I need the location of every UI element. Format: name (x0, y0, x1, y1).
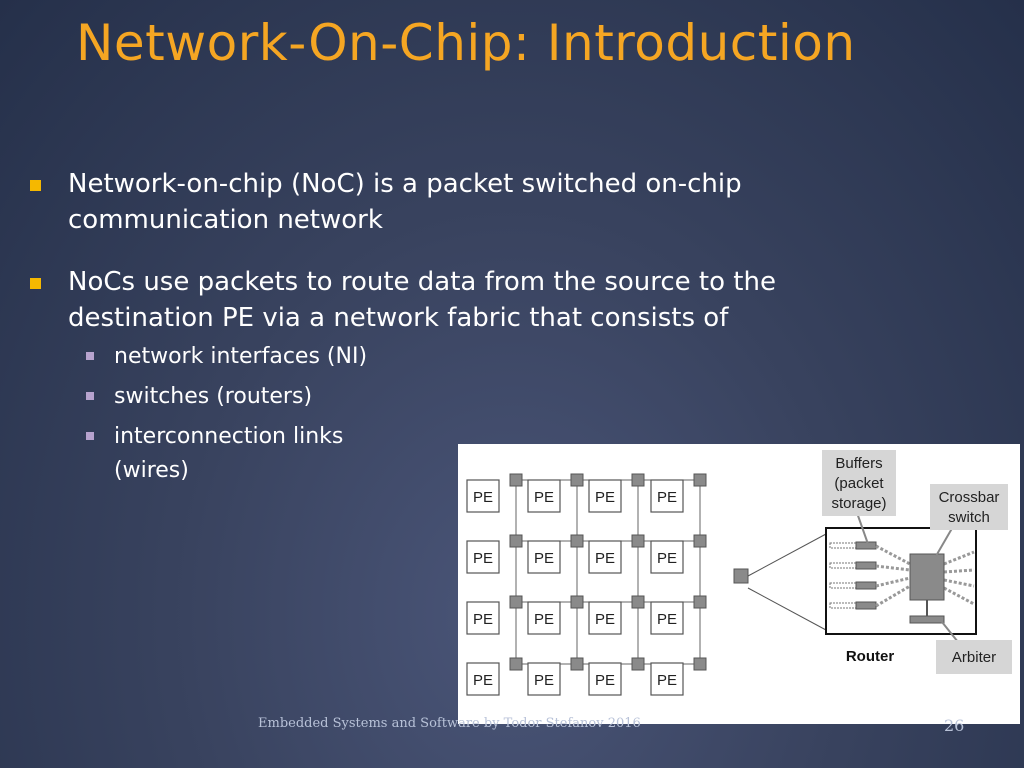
buffers-label-3: storage) (831, 495, 886, 512)
router-node (693, 473, 707, 487)
sub-bullet-text: interconnection links (wires) (114, 424, 344, 483)
router-node (693, 657, 707, 671)
arbiter-callout (936, 640, 1012, 674)
sub-bullet-marker (86, 432, 94, 440)
bullet-text: NoCs use packets to route data from the … (68, 267, 776, 333)
sub-bullet-item: switches (routers) (86, 380, 930, 414)
sub-bullet-item: interconnection links (wires) (86, 420, 930, 488)
buffers-callout (822, 450, 896, 516)
router-node (509, 473, 523, 487)
arbiter (909, 615, 945, 624)
router-node (570, 657, 584, 671)
router-node-zoomed (733, 568, 749, 584)
zoom-line (747, 587, 827, 631)
pe-box (588, 479, 622, 513)
router-node (509, 657, 523, 671)
crossbar (909, 553, 945, 601)
pe-label: PE (473, 611, 493, 628)
pe-label: PE (534, 489, 554, 506)
pe-label: PE (534, 672, 554, 689)
noc-diagram: PE PE PE PE PE PE PE PE PE PE PE PE PE PE PE PE (458, 444, 1020, 724)
sub-bullet-item: network interfaces (NI) (86, 340, 930, 374)
pe-box (466, 601, 500, 635)
bullet-item: NoCs use packets to route data from the … (30, 264, 930, 336)
pe-box (527, 479, 561, 513)
crossbar-callout (930, 484, 1008, 530)
router-node (631, 534, 645, 548)
noc-diagram-svg: PE PE PE PE PE PE PE PE PE PE PE PE PE PE PE PE (466, 450, 1012, 696)
pe-label: PE (473, 672, 493, 689)
pe-label: PE (595, 489, 615, 506)
router-node (509, 595, 523, 609)
router-node (570, 473, 584, 487)
pe-box (588, 662, 622, 696)
bullet-list: Network-on-chip (NoC) is a packet switch… (30, 166, 930, 494)
bullet-marker (30, 180, 41, 191)
crossbar-links (875, 544, 975, 608)
pe-box (650, 479, 684, 513)
pe-label: PE (473, 489, 493, 506)
pe-box (650, 601, 684, 635)
pe-label: PE (473, 550, 493, 567)
page-number: 26 (944, 716, 965, 735)
router-node (631, 657, 645, 671)
pe-label: PE (595, 672, 615, 689)
callout-line (941, 621, 959, 643)
pe-box (527, 540, 561, 574)
pe-label: PE (534, 550, 554, 567)
router-node (693, 595, 707, 609)
sub-bullet-text: switches (routers) (114, 384, 313, 409)
slide-title: Network-On-Chip: Introduction (76, 14, 856, 72)
router-detail: Buffers (packet storage) Crossbar switch… (733, 450, 1012, 674)
sub-bullet-marker (86, 352, 94, 360)
pe-label: PE (595, 550, 615, 567)
buffers-label-1: Buffers (835, 455, 882, 472)
bullet-item: Network-on-chip (NoC) is a packet switch… (30, 166, 930, 238)
router-node (631, 473, 645, 487)
pe-label: PE (657, 489, 677, 506)
bullet-marker (30, 278, 41, 289)
router-node (570, 534, 584, 548)
pe-label: PE (595, 611, 615, 628)
input-buffers (829, 541, 877, 610)
pe-label: PE (534, 611, 554, 628)
pe-label: PE (657, 550, 677, 567)
pe-box (466, 479, 500, 513)
router-node (570, 595, 584, 609)
pe-box (650, 662, 684, 696)
slide-footer: Embedded Systems and Software by Todor S… (258, 716, 641, 731)
router-node (509, 534, 523, 548)
router-label: Router (846, 648, 894, 665)
pe-box (466, 662, 500, 696)
bullet-text: Network-on-chip (NoC) is a packet switch… (68, 169, 742, 235)
pe-box (650, 540, 684, 574)
pe-label: PE (657, 611, 677, 628)
pe-label: PE (657, 672, 677, 689)
pe-box (527, 601, 561, 635)
zoom-line (747, 533, 827, 577)
noc-mesh: PE PE PE PE PE PE PE PE PE PE PE PE PE PE PE PE (466, 473, 707, 696)
buffers-label-2: (packet (834, 475, 884, 492)
pe-box (588, 601, 622, 635)
router-box (825, 527, 977, 635)
sub-bullet-text: network interfaces (NI) (114, 344, 368, 369)
pe-box (527, 662, 561, 696)
pe-box (466, 540, 500, 574)
crossbar-label-1: Crossbar (939, 489, 1000, 506)
pe-box (588, 540, 622, 574)
sub-bullet-marker (86, 392, 94, 400)
arbiter-label: Arbiter (952, 649, 996, 666)
crossbar-label-2: switch (948, 509, 990, 526)
router-node (631, 595, 645, 609)
router-node (693, 534, 707, 548)
